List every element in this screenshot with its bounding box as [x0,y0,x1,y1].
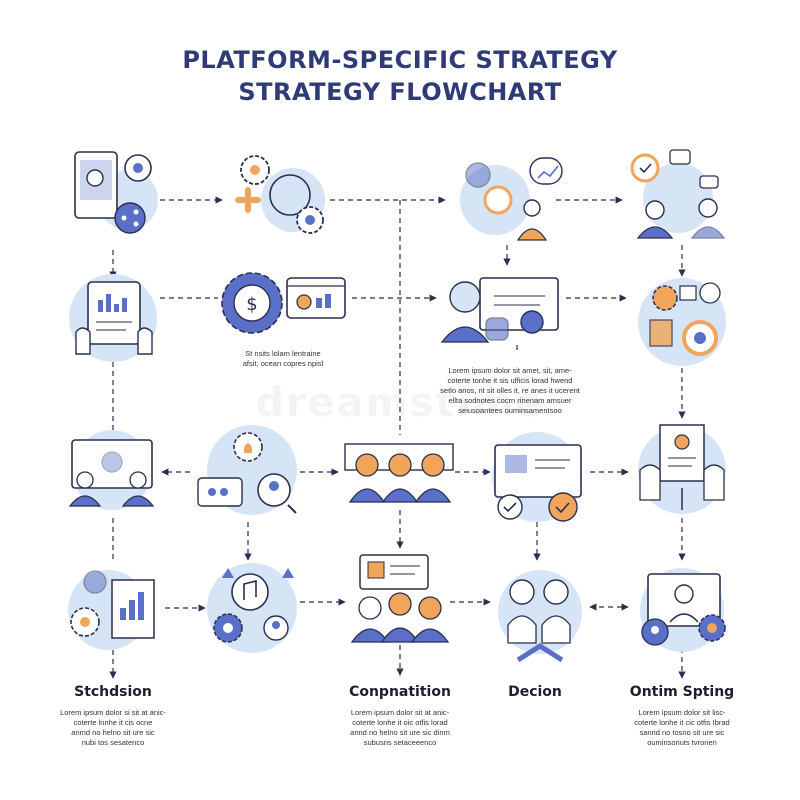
team-group-icon [344,443,454,503]
gear-report-analytics-icon [638,278,726,366]
tablet-chart-hands-icon [69,274,157,362]
label-col4: Decion [508,684,562,700]
page-subtitle: STRATEGY FLOWCHART [238,78,562,106]
label-col5: Ontim Spting [629,684,735,700]
note-bottom-col1: Lorem ipsum dolor si sit at anic- cotert… [60,708,166,747]
note-bottom-col5: Lorem ipsum dolor sit lisc- coterte lonh… [634,708,730,747]
team-profile-icon [350,554,450,643]
page-title: PLATFORM-SPECIFIC STRATEGY [182,46,618,74]
handshake-users-icon [498,570,582,663]
connectors [109,196,686,679]
team-chat-chart-icon [460,157,563,241]
browser-window-icon [286,277,346,319]
label-col1: Stchdsion [74,684,152,700]
note-bottom-col3: Lorem ipsum dolor sit at anic- coterte l… [350,708,450,747]
monitor-user-gear-icon [640,568,726,652]
tablet-gear-network-icon [74,151,158,234]
note-row2-col2: St nsits lolam lentraine afsit, ocean co… [242,349,324,368]
support-agents-icon [630,149,726,239]
dollar-gear-icon: $ [221,272,283,334]
watermark: dreamstime [255,380,545,426]
idea-gear-user-icon [197,425,297,515]
video-meeting-icon [68,430,155,510]
users-chart-icon [68,570,155,650]
note-row2-col3: Lorem ipsum dolor sit amet, sit, ame- co… [440,366,580,415]
svg-text:$: $ [246,294,257,315]
label-col3: Conpnatition [349,684,451,700]
gears-process-icon [235,155,325,234]
approval-screen-icon [492,432,582,522]
presentation-person-icon [440,277,559,343]
document-hands-icon [638,424,726,514]
music-gears-icon [207,563,297,653]
